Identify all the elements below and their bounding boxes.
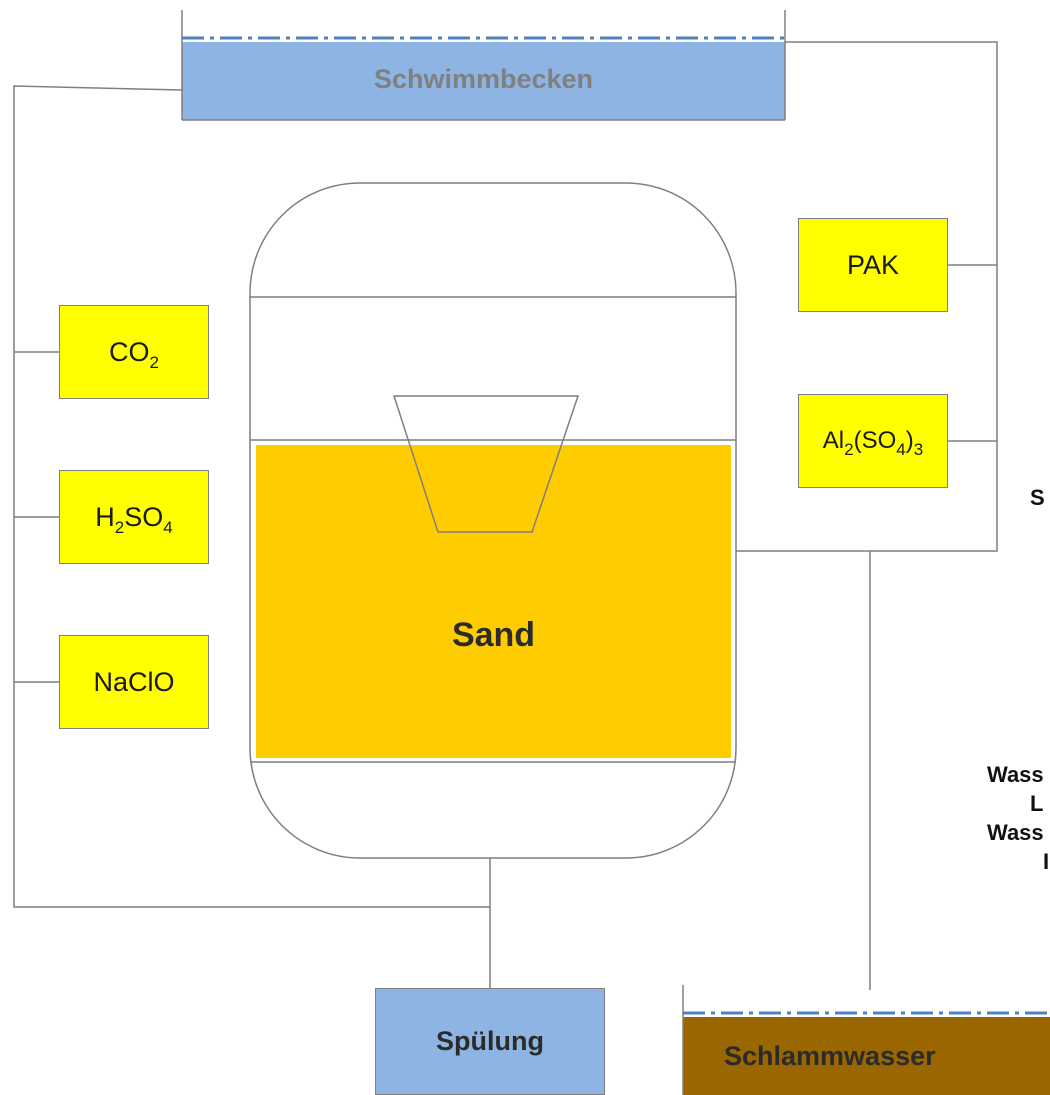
naclo-label: NaClO [93, 666, 175, 697]
sludge-label: Schlammwasser [724, 1040, 936, 1071]
alum-dosing-box: Al2(SO4)3 [798, 394, 948, 488]
cut-text-2: Wass [987, 762, 1044, 787]
sludge-water [683, 1017, 1050, 1095]
rinse-label: Spülung [436, 1026, 544, 1056]
co2-dosing-box: CO2 [59, 305, 209, 399]
naclo-dosing-box: NaClO [59, 635, 209, 729]
return-pipe [13, 85, 490, 908]
cut-text-1: S [1030, 485, 1045, 510]
sand-bed [256, 445, 731, 758]
co2-label: CO2 [109, 336, 159, 372]
pool-label: Schwimmbecken [373, 63, 594, 94]
cut-text-3: L [1030, 791, 1044, 816]
pak-dosing-box: PAK [798, 218, 948, 312]
sand-label: Sand [451, 615, 536, 654]
cut-text-4: Wass [987, 820, 1044, 845]
inlet-funnel [392, 395, 580, 533]
pool-water [182, 42, 785, 120]
cut-text-5: I [1043, 849, 1050, 874]
alum-label: Al2(SO4)3 [822, 427, 924, 459]
rinse-box: Spülung [375, 988, 605, 1095]
h2so4-dosing-box: H2SO4 [59, 470, 209, 564]
pak-label: PAK [846, 249, 900, 280]
h2so4-label: H2SO4 [95, 501, 173, 537]
